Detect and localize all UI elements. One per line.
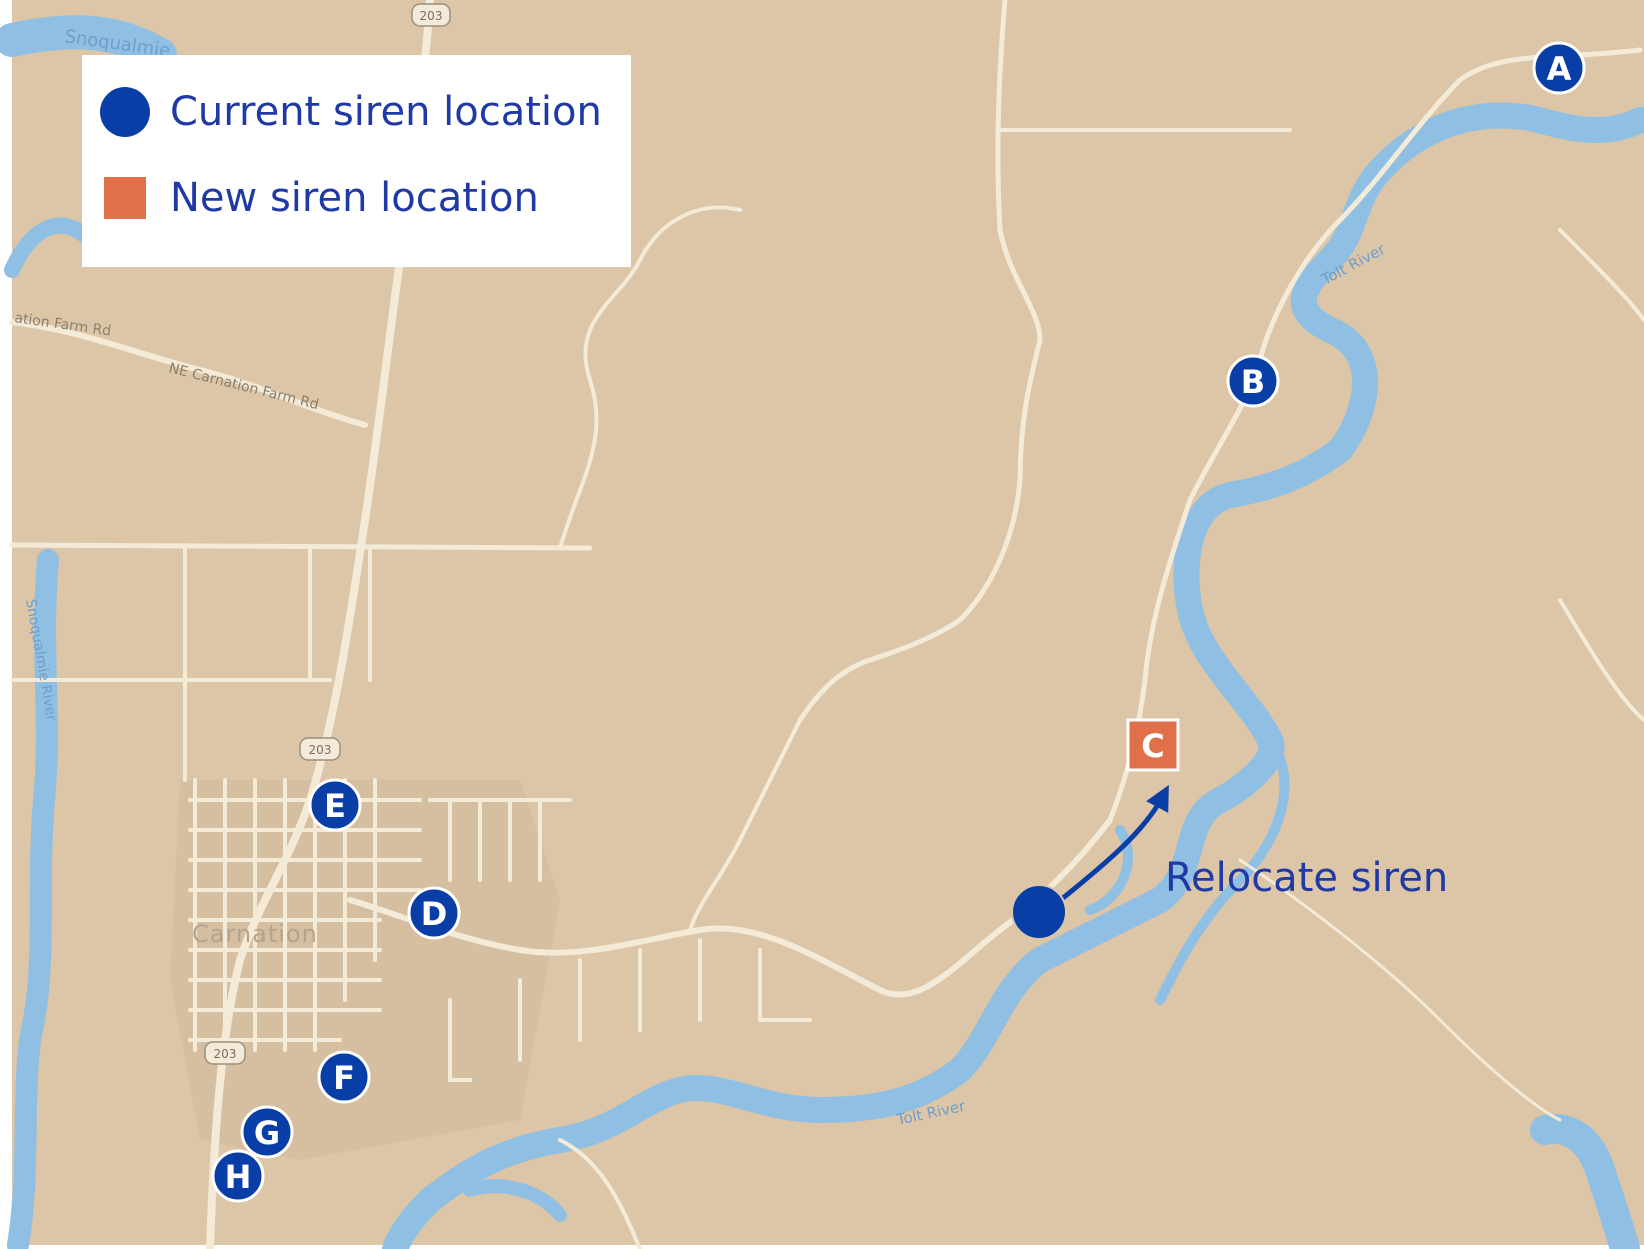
bottom-margin <box>0 1245 1644 1249</box>
hwy-shield-mid-label: 203 <box>309 743 332 757</box>
tolt-river-branch <box>1155 735 1290 1005</box>
marker-g[interactable]: G <box>240 1105 294 1159</box>
legend-current-row: Current siren location <box>100 87 602 137</box>
marker-e[interactable]: E <box>308 778 362 832</box>
legend-new-row: New siren location <box>100 173 539 223</box>
snoqualmie-river-top <box>0 15 177 72</box>
marker-d-label: D <box>421 895 448 933</box>
marker-a[interactable]: A <box>1532 41 1586 95</box>
winding-road-2 <box>688 718 802 932</box>
lower-meander <box>463 1179 567 1222</box>
east-town-grid <box>428 798 572 882</box>
hwy-shields: 203 203 203 <box>204 3 451 1065</box>
north-road <box>797 0 1043 723</box>
west-verticals <box>183 546 372 782</box>
relocate-arrow <box>1061 784 1169 900</box>
hwy-shield-low <box>204 1041 246 1065</box>
marker-d[interactable]: D <box>407 886 461 940</box>
hwy-shield-top-label: 203 <box>420 9 443 23</box>
hwy-shield-low-label: 203 <box>214 1047 237 1061</box>
marker-f-label: F <box>333 1059 355 1097</box>
town-area <box>170 780 560 1160</box>
marker-b[interactable]: B <box>1226 354 1280 408</box>
marker-h-label: H <box>225 1158 252 1196</box>
relocate-siren-annotation: Relocate siren <box>1165 855 1448 901</box>
east-west-road <box>9 542 593 551</box>
legend-current-dot-icon <box>100 87 150 137</box>
south-road <box>558 1138 642 1249</box>
winding-road-1 <box>558 205 742 550</box>
marker-c-label: C <box>1141 727 1164 765</box>
far-east-road-2 <box>1558 598 1644 722</box>
town-grid-v1 <box>193 778 377 1052</box>
legend-current-label: Current siren location <box>170 89 602 135</box>
pond <box>1530 1114 1640 1249</box>
hwy-shield-top <box>411 3 451 27</box>
hwy-shield-mid <box>299 737 341 761</box>
marker-h[interactable]: H <box>211 1149 265 1203</box>
marker-f[interactable]: F <box>317 1050 371 1104</box>
town-label: Carnation <box>192 920 318 948</box>
legend: Current siren location New siren locatio… <box>82 55 631 267</box>
marker-e-label: E <box>324 787 346 825</box>
carnation-farm-rd <box>9 319 368 428</box>
far-east-road <box>1558 228 1644 322</box>
side-channel <box>1085 825 1134 915</box>
marker-a-label: A <box>1547 50 1572 88</box>
tolt-hill-rd <box>347 817 1113 998</box>
legend-new-square-icon <box>104 177 146 219</box>
left-margin <box>0 0 12 1249</box>
marker-g-label: G <box>254 1114 280 1152</box>
southern-streets <box>448 938 812 1082</box>
hills-road <box>1238 858 1562 1122</box>
marker-c-new-location[interactable]: C <box>1126 718 1180 772</box>
marker-b-label: B <box>1241 363 1265 401</box>
snoqualmie-river-left-upper <box>4 217 98 278</box>
town-grid-h1 <box>188 798 422 1042</box>
legend-new-label: New siren location <box>170 175 539 221</box>
tolt-river-main <box>382 102 1644 1249</box>
current-siren-marker[interactable] <box>1011 884 1067 940</box>
